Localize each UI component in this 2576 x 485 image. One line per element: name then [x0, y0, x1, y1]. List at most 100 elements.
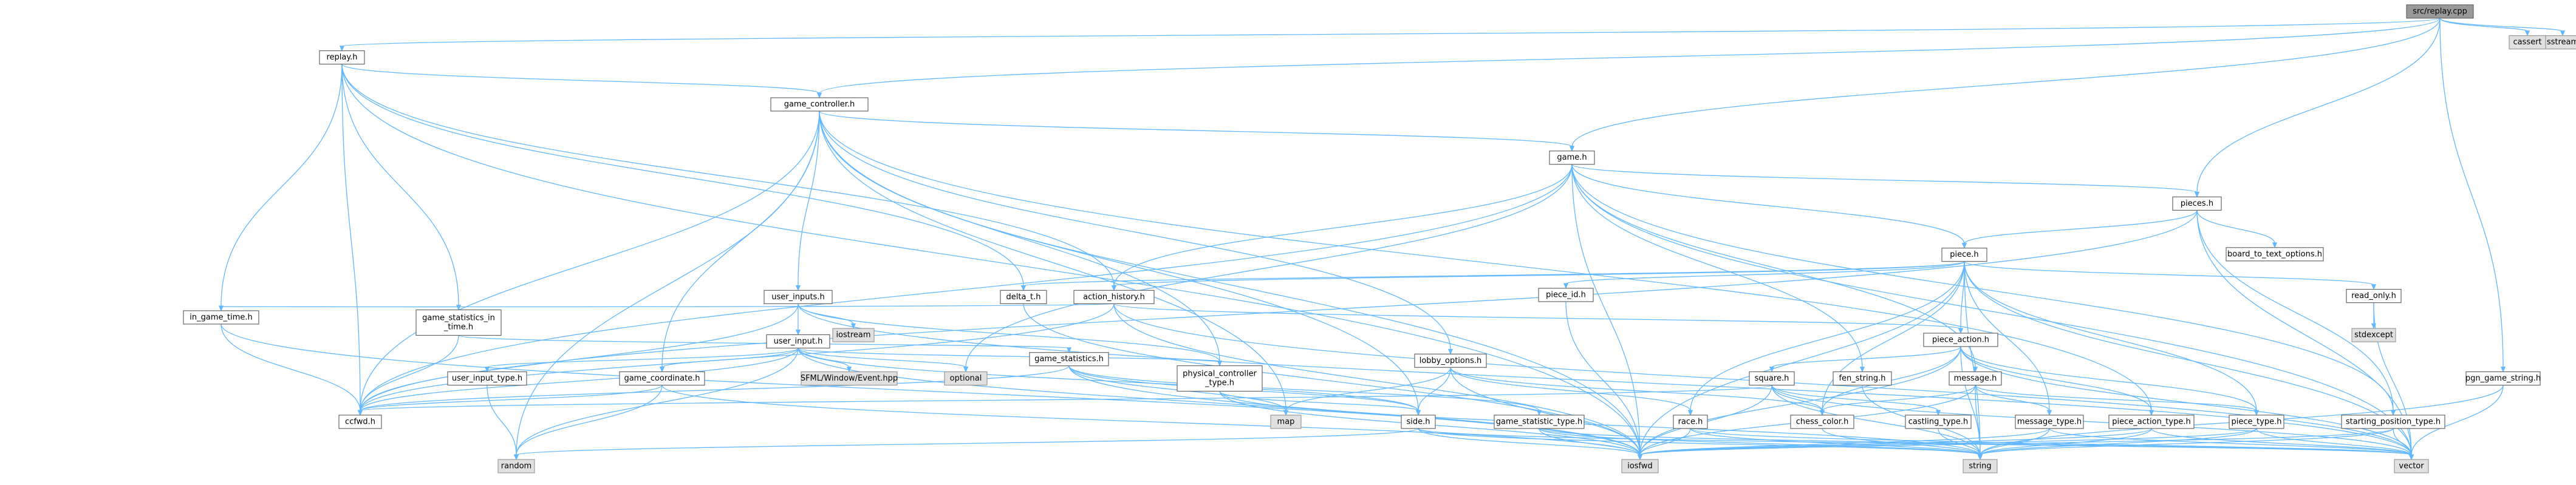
node-side-h[interactable]: side.h — [1401, 415, 1436, 429]
node-game-controller-h[interactable]: game_controller.h — [770, 97, 869, 112]
node-read-only-h[interactable]: read_only.h — [2346, 289, 2402, 304]
edge-arrowhead — [659, 367, 665, 373]
dependency-edge — [1980, 428, 2394, 456]
dependency-edge — [2049, 428, 2412, 456]
node-pieces-h[interactable]: pieces.h — [2172, 196, 2222, 211]
node-physical-controller-type-h[interactable]: physical_controller_type.h — [1177, 365, 1263, 392]
edge-arrowhead — [2524, 30, 2530, 36]
node-label: piece_action.h — [1932, 335, 1989, 344]
dependency-edge — [1960, 346, 2152, 411]
dependency-edge — [1113, 304, 1641, 455]
node-game-h[interactable]: game.h — [1549, 151, 1595, 165]
node-user-input-type-h[interactable]: user_input_type.h — [447, 371, 527, 386]
node-board-to-text-options-h[interactable]: board_to_text_options.h — [2226, 247, 2324, 262]
node-box — [1963, 459, 1998, 473]
node-box — [1549, 151, 1595, 165]
node-delta-t-h[interactable]: delta_t.h — [1000, 290, 1047, 304]
node-label: race.h — [1678, 417, 1703, 426]
dependency-edge — [1068, 365, 1641, 456]
node-square-h[interactable]: square.h — [1749, 371, 1795, 386]
dependency-edge — [1639, 261, 1965, 455]
node-piece-action-h[interactable]: piece_action.h — [1923, 333, 1998, 347]
dependency-edge — [819, 110, 2152, 411]
node-label: delta_t.h — [1006, 293, 1041, 302]
node-starting-position-type-h[interactable]: starting_position_type.h — [2341, 415, 2445, 429]
dependency-edge — [341, 64, 361, 411]
node-pgn-game-string-h[interactable]: pgn_game_string.h — [2465, 371, 2541, 386]
node-ccfwd-h[interactable]: ccfwd.h — [338, 415, 382, 429]
node-piece-action-type-h[interactable]: piece_action_type.h — [2108, 415, 2195, 429]
dependency-edge — [819, 110, 1573, 148]
node-label: _time.h — [443, 322, 473, 331]
node-replay-cpp[interactable]: src/replay.cpp — [2406, 4, 2474, 19]
dependency-edge — [1822, 385, 1976, 412]
dependency-edge — [341, 64, 820, 94]
dependency-edge — [1539, 428, 1641, 456]
edge-arrowhead — [1637, 454, 1643, 460]
node-lobby-options-h[interactable]: lobby_options.h — [1414, 353, 1487, 368]
edge-arrowhead — [2408, 454, 2414, 460]
node-box — [2015, 415, 2084, 429]
node-piece-type-h[interactable]: piece_type.h — [2229, 415, 2284, 429]
node-box — [1749, 371, 1795, 386]
dependency-edge — [798, 348, 850, 368]
dependency-edge — [1771, 385, 2412, 456]
node-chess-color-h[interactable]: chess_color.h — [1790, 415, 1854, 429]
dependency-edge — [819, 110, 1641, 455]
node-box — [766, 334, 830, 349]
node-label: _type.h — [1204, 379, 1234, 388]
dependency-edge — [1418, 428, 1981, 456]
node-label: square.h — [1755, 374, 1789, 383]
dependency-edge — [458, 334, 1070, 349]
node-label: optional — [950, 374, 982, 383]
dependency-edge — [360, 384, 663, 412]
edge-arrowhead — [2272, 242, 2278, 248]
node-box — [1270, 415, 1302, 429]
node-game-statistic-type-h[interactable]: game_statistic_type.h — [1494, 415, 1585, 429]
node-user-input-h[interactable]: user_input.h — [766, 334, 830, 349]
node-label: castling_type.h — [1908, 417, 1969, 426]
edge-arrowhead — [1569, 146, 1575, 152]
dependency-edge — [1571, 18, 2441, 147]
dependency-edge — [360, 384, 1772, 412]
node-box — [1923, 333, 1998, 347]
node-box — [1673, 415, 1708, 429]
node-label: fen_string.h — [1839, 374, 1885, 383]
node-game-statistics-h[interactable]: game_statistics.h — [1029, 352, 1109, 367]
dependency-edge — [1571, 164, 1976, 368]
node-stdexcept: stdexcept — [2351, 328, 2396, 342]
node-fen-string-h[interactable]: fen_string.h — [1833, 371, 1892, 386]
dependency-edge — [1980, 428, 2152, 456]
node-label: map — [1277, 417, 1295, 426]
node-box — [319, 50, 365, 65]
dependency-edge — [1639, 428, 2257, 456]
dependency-edge — [2151, 428, 2412, 456]
node-sfml-event: SFML/Window/Event.hpp — [801, 371, 898, 386]
node-game-coordinate-h[interactable]: game_coordinate.h — [619, 371, 705, 386]
node-action-history-h[interactable]: action_history.h — [1073, 290, 1155, 304]
edge-arrowhead — [963, 367, 969, 373]
edge-arrowhead — [795, 330, 801, 336]
node-replay-h[interactable]: replay.h — [319, 50, 365, 65]
dependency-edge — [1571, 164, 1965, 244]
dependency-edge — [1771, 385, 1939, 412]
dependency-edge — [661, 110, 820, 368]
node-message-h[interactable]: message.h — [1949, 371, 2002, 386]
node-castling-type-h[interactable]: castling_type.h — [1905, 415, 1972, 429]
node-user-inputs-h[interactable]: user_inputs.h — [764, 290, 833, 304]
node-label: user_input.h — [774, 337, 823, 346]
dependency-edge — [798, 304, 854, 325]
node-race-h[interactable]: race.h — [1673, 415, 1708, 429]
node-message-type-h[interactable]: message_type.h — [2015, 415, 2084, 429]
node-piece-id-h[interactable]: piece_id.h — [1538, 288, 1594, 302]
node-piece-h[interactable]: piece.h — [1941, 248, 1987, 262]
dependency-edge — [1964, 261, 2257, 411]
dependency-edge — [2196, 210, 2412, 455]
node-label: piece_type.h — [2232, 417, 2282, 426]
node-game-statistics-in-time-h[interactable]: game_statistics_in_time.h — [415, 309, 502, 336]
node-box — [944, 371, 988, 386]
node-box — [770, 97, 869, 112]
node-box — [2465, 371, 2541, 386]
dependency-edge — [516, 385, 663, 455]
node-in-game-time-h[interactable]: in_game_time.h — [183, 310, 259, 325]
